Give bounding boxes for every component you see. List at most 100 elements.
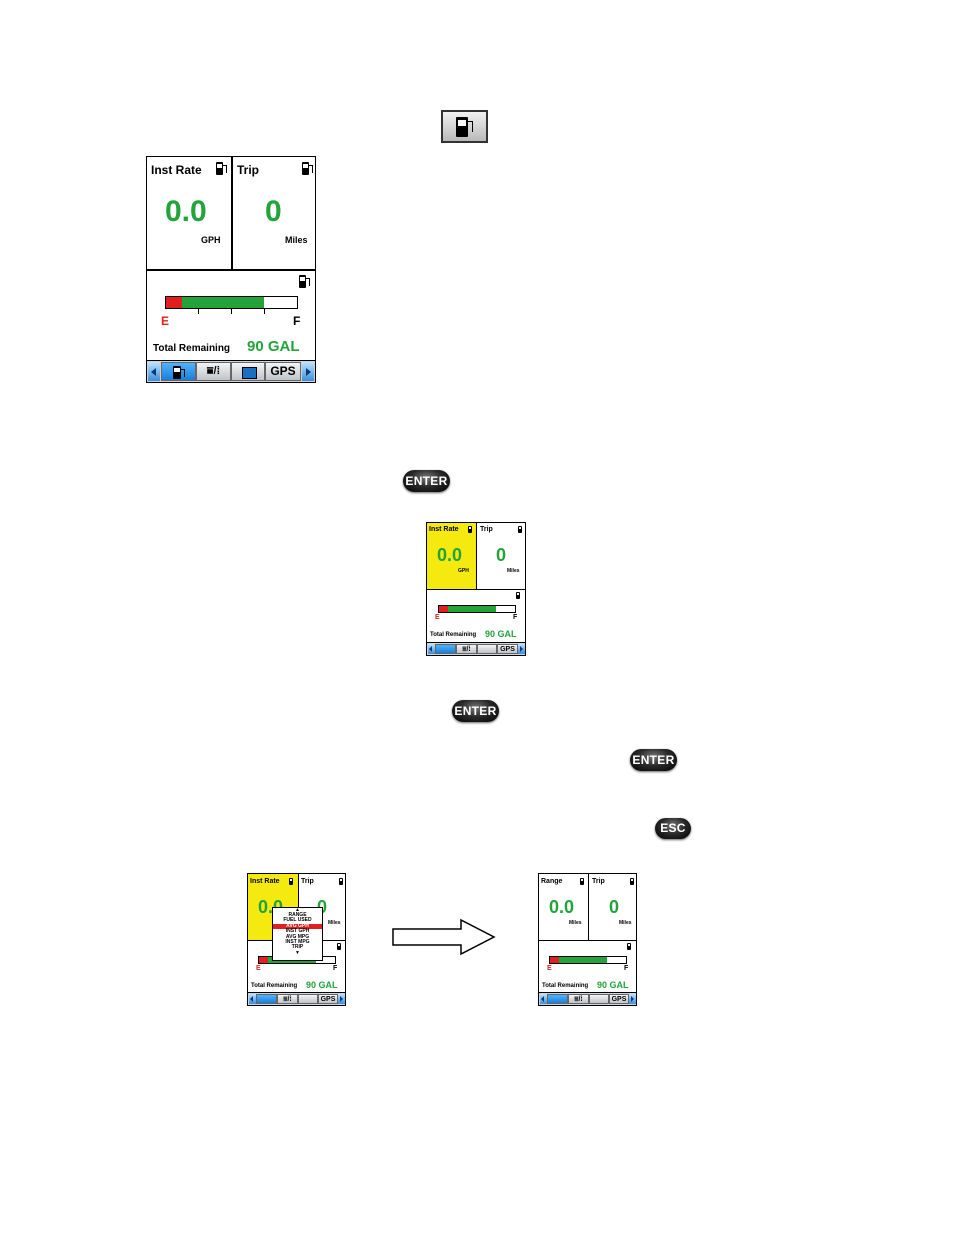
fuel-pump-icon	[337, 943, 343, 950]
tab-tank[interactable]	[477, 644, 497, 654]
tab-scroll-left[interactable]	[428, 644, 435, 654]
fuel-pump-icon	[630, 878, 636, 885]
gauge-empty-label: E	[547, 965, 552, 972]
tab-scroll-left[interactable]	[540, 994, 547, 1004]
fuel-pump-icon	[518, 526, 524, 533]
fuel-pump-icon	[516, 592, 522, 599]
chevron-right-icon	[306, 367, 311, 376]
tab-tank[interactable]	[298, 994, 318, 1004]
tab-trim[interactable]: ⩸/⁞	[196, 362, 231, 381]
fuel-level-gauge	[549, 956, 627, 964]
menu-item-trip[interactable]: TRIP	[291, 944, 304, 951]
fuel-pump-icon	[302, 162, 313, 175]
enter-key[interactable]: ENTER	[452, 700, 499, 722]
total-remaining-value: 90 GAL	[306, 980, 338, 990]
tab-fuel[interactable]	[547, 994, 568, 1004]
tab-gps[interactable]: GPS	[265, 362, 301, 381]
total-remaining-value: 90 GAL	[247, 338, 300, 355]
chevron-left-icon	[151, 367, 156, 376]
esc-key[interactable]: ESC	[655, 818, 691, 839]
tab-trim[interactable]: ⩸/⁞	[277, 994, 298, 1004]
fuel-pump-icon	[580, 878, 586, 885]
fuel-pump-icon	[216, 162, 227, 175]
tab-fuel[interactable]	[161, 362, 196, 381]
total-remaining-label: Total Remaining	[430, 632, 477, 638]
tab-scroll-right[interactable]	[629, 994, 636, 1004]
tab-tank[interactable]	[589, 994, 609, 1004]
fuel-screen-highlighted: Inst Rate Trip 0.0 GPH 0 Miles E F Total…	[426, 522, 526, 656]
menu-item-fuel-used[interactable]: FUEL USED	[283, 917, 312, 924]
tab-gps[interactable]: GPS	[609, 994, 629, 1004]
panel-right-label[interactable]: Trip	[237, 163, 260, 177]
tab-scroll-right[interactable]	[518, 644, 525, 654]
tab-scroll-left[interactable]	[249, 994, 256, 1004]
tab-tank[interactable]	[231, 362, 265, 381]
tab-gps[interactable]: GPS	[497, 644, 518, 654]
trip-value: 0	[496, 545, 507, 565]
tab-trim[interactable]: ⩸/⁞	[568, 994, 589, 1004]
field-select-menu[interactable]: ▲ RANGE FUEL USED AVG GPH INST GPH AVG M…	[272, 907, 323, 961]
total-remaining-value: 90 GAL	[597, 980, 629, 990]
tab-gps[interactable]: GPS	[318, 994, 338, 1004]
chevron-left-icon	[541, 996, 544, 1002]
fuel-level-fill	[182, 297, 264, 308]
panel-right-label[interactable]: Trip	[301, 878, 314, 885]
inst-rate-unit: GPH	[458, 568, 469, 574]
inst-rate-value: 0.0	[437, 545, 463, 565]
trip-unit: Miles	[619, 920, 632, 926]
panel-left-label[interactable]: Inst Rate	[429, 526, 459, 533]
menu-scroll-down[interactable]: ▼	[295, 949, 300, 956]
panel-right-label[interactable]: Trip	[480, 526, 493, 533]
tank-icon	[242, 367, 257, 379]
chevron-right-icon	[520, 646, 523, 652]
menu-item-inst-mpg[interactable]: INST MPG	[285, 938, 310, 945]
gauge-full-label: F	[624, 965, 629, 972]
range-value: 0.0	[549, 897, 575, 917]
tab-scroll-right[interactable]	[302, 362, 314, 381]
tab-scroll-right[interactable]	[338, 994, 345, 1004]
trip-value: 0	[265, 195, 282, 228]
fuel-pump-icon	[468, 526, 474, 533]
chevron-right-icon	[631, 996, 634, 1002]
fuel-screen-menu-open: Inst Rate Trip 0.0 0 Miles E F Total Rem…	[247, 873, 346, 1006]
fuel-menu-button[interactable]	[441, 110, 488, 143]
range-unit: Miles	[569, 920, 582, 926]
menu-item-range[interactable]: RANGE	[288, 912, 307, 918]
tab-fuel[interactable]	[256, 994, 277, 1004]
menu-scroll-up[interactable]: ▲	[295, 907, 300, 913]
fuel-pump-icon	[289, 878, 295, 885]
total-remaining-label: Total Remaining	[542, 983, 589, 989]
panel-left-label[interactable]: Range	[541, 878, 563, 885]
menu-item-avg-gph[interactable]: AVG GPH	[273, 923, 322, 930]
fuel-pump-icon	[627, 943, 633, 950]
chevron-left-icon	[429, 646, 432, 652]
chevron-left-icon	[250, 996, 253, 1002]
tab-fuel[interactable]	[435, 644, 456, 654]
inst-rate-value: 0.0	[165, 195, 207, 228]
trip-unit: Miles	[507, 568, 520, 574]
panel-left-label[interactable]: Inst Rate	[250, 878, 280, 885]
panel-left-label[interactable]: Inst Rate	[151, 163, 202, 177]
fuel-level-gauge	[438, 605, 516, 613]
menu-item-inst-gph[interactable]: INST GPH	[285, 928, 310, 935]
fuel-level-gauge	[165, 296, 298, 309]
enter-key[interactable]: ENTER	[403, 470, 450, 492]
fuel-pump-icon	[173, 366, 185, 379]
gauge-full-label: F	[333, 965, 338, 972]
fuel-screen-large: Inst Rate Trip 0.0 GPH 0 Miles E F Total…	[146, 156, 316, 383]
gauge-full-label: F	[293, 314, 301, 328]
enter-key[interactable]: ENTER	[630, 749, 677, 771]
fuel-pump-icon	[456, 117, 474, 137]
arrow-right-icon	[392, 918, 496, 956]
trip-unit: Miles	[328, 920, 341, 926]
gauge-full-label: F	[513, 614, 518, 621]
menu-item-avg-mpg[interactable]: AVG MPG	[285, 933, 310, 940]
fuel-pump-icon	[299, 275, 310, 288]
panel-right-label[interactable]: Trip	[592, 878, 605, 885]
gauge-empty-label: E	[435, 614, 440, 621]
tab-trim[interactable]: ⩸/⁞	[456, 644, 477, 654]
gauge-empty-label: E	[256, 965, 261, 972]
total-remaining-label: Total Remaining	[251, 983, 298, 989]
tab-scroll-left[interactable]	[148, 362, 160, 381]
fuel-pump-icon	[339, 878, 345, 885]
